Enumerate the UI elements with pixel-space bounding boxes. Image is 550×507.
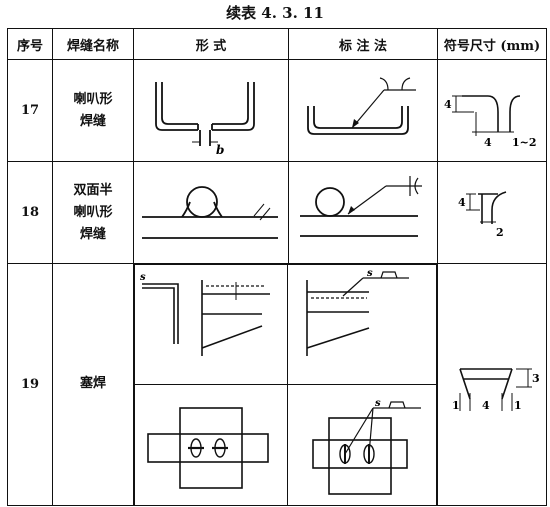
plug-weld-form-top-drawing: s: [140, 272, 270, 356]
svg-text:s: s: [367, 268, 373, 279]
flare-groove-size-drawing: 4 4 1~2: [444, 94, 537, 149]
table-row: 18 双面半 喇叭形 焊缝: [7, 161, 547, 264]
gap-label-b: b: [216, 143, 224, 157]
marking-cell: [288, 59, 438, 162]
row-name: 塞焊: [52, 263, 134, 506]
svg-text:4: 4: [484, 136, 492, 149]
size-cell: 1 4 1 3: [437, 263, 547, 506]
weld-symbol-table: 序号 焊缝名称 形 式 标 注 法 符号尺寸 (mm) 17 喇叭形 焊缝: [7, 28, 547, 506]
plug-weld-marking-top-drawing: s: [306, 268, 409, 356]
marking-cell-bottom: s: [287, 384, 437, 505]
svg-text:1: 1: [514, 399, 522, 412]
table-title: 续表 4. 3. 11: [226, 4, 324, 22]
table-row: 19 塞焊: [7, 263, 547, 506]
plug-weld-drawings: s: [133, 263, 438, 506]
svg-text:s: s: [140, 272, 146, 283]
svg-text:1: 1: [452, 399, 460, 412]
svg-text:4: 4: [458, 196, 466, 209]
header-size: 符号尺寸 (mm): [437, 28, 547, 60]
header-no: 序号: [7, 28, 53, 60]
header-marking: 标 注 法: [288, 28, 438, 60]
form-cell: [133, 161, 289, 264]
row-no: 17: [7, 59, 53, 162]
double-flare-form-drawing: [142, 185, 278, 239]
row-no: 18: [7, 161, 53, 264]
svg-text:s: s: [375, 398, 381, 409]
svg-text:3: 3: [532, 372, 540, 385]
svg-text:2: 2: [496, 226, 504, 239]
flare-groove-form-drawing: b: [155, 81, 255, 157]
flare-groove-marking-drawing: [307, 76, 416, 135]
marking-cell: [288, 161, 438, 264]
row-name: 喇叭形 焊缝: [52, 59, 134, 162]
header-row: 序号 焊缝名称 形 式 标 注 法 符号尺寸 (mm): [7, 28, 547, 60]
plug-weld-size-drawing: 1 4 1 3: [452, 368, 540, 412]
svg-text:4: 4: [482, 399, 490, 412]
plug-weld-form-bottom-drawing: [147, 406, 269, 489]
header-name: 焊缝名称: [52, 28, 134, 60]
row-no: 19: [7, 263, 53, 506]
form-cell-top: s: [133, 264, 289, 385]
double-flare-marking-drawing: [300, 175, 422, 237]
table-row: 17 喇叭形 焊缝 b: [7, 59, 547, 162]
marking-cell-top: s: [287, 264, 437, 385]
size-cell: 4 2: [437, 161, 547, 264]
header-form: 形 式: [133, 28, 289, 60]
plug-weld-marking-bottom-drawing: s: [312, 398, 421, 495]
svg-text:4: 4: [444, 98, 452, 111]
svg-text:1~2: 1~2: [512, 136, 537, 149]
form-cell-bottom: [133, 384, 289, 505]
size-cell: 4 4 1~2: [437, 59, 547, 162]
double-flare-size-drawing: 4 2: [458, 190, 507, 239]
row-name: 双面半 喇叭形 焊缝: [52, 161, 134, 264]
form-cell: b: [133, 59, 289, 162]
